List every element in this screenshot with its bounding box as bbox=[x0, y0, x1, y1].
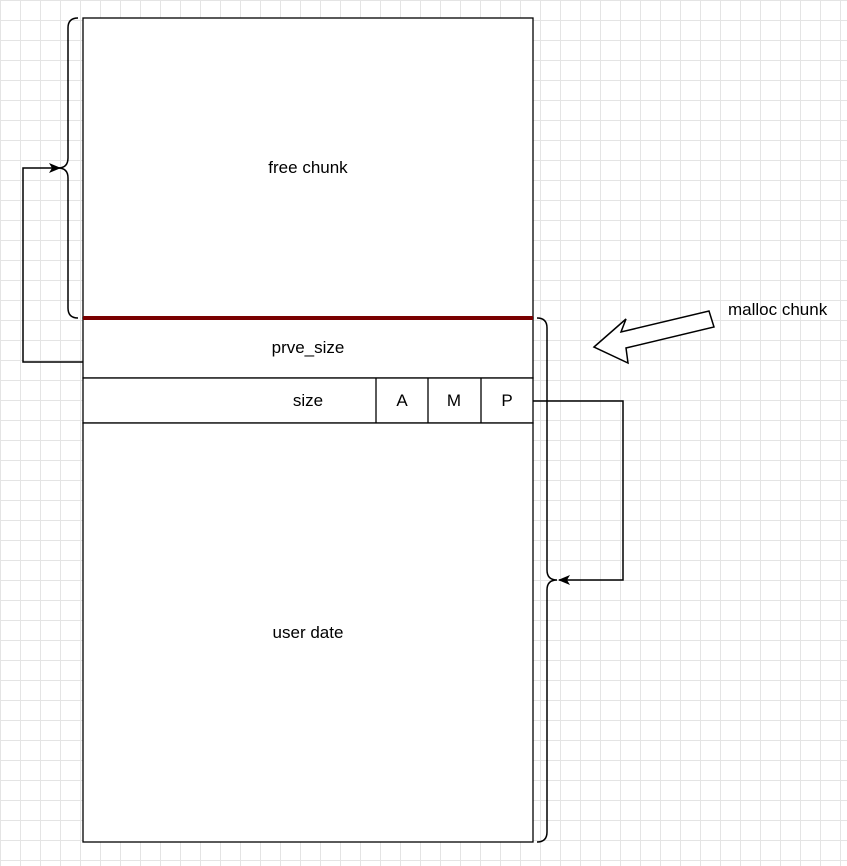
flag-m-label: M bbox=[447, 391, 461, 410]
flag-p-label: P bbox=[501, 391, 512, 410]
free-chunk-box bbox=[82, 17, 534, 319]
p-flag-arrow bbox=[533, 400, 624, 585]
user-data-label: user date bbox=[273, 623, 344, 642]
size-field bbox=[82, 377, 534, 424]
malloc-chunk-pointer-arrow bbox=[592, 310, 715, 365]
free-chunk-brace bbox=[57, 17, 79, 319]
prev-size-label: prve_size bbox=[272, 338, 345, 357]
malloc-chunk-label: malloc chunk bbox=[728, 300, 828, 319]
prev-size-field bbox=[82, 317, 534, 379]
free-chunk-label: free chunk bbox=[268, 158, 348, 177]
flag-a-label: A bbox=[396, 391, 408, 410]
prev-size-arrow bbox=[22, 163, 83, 363]
malloc-chunk-brace bbox=[536, 317, 558, 843]
size-label: size bbox=[293, 391, 323, 410]
user-data-box bbox=[82, 422, 534, 843]
